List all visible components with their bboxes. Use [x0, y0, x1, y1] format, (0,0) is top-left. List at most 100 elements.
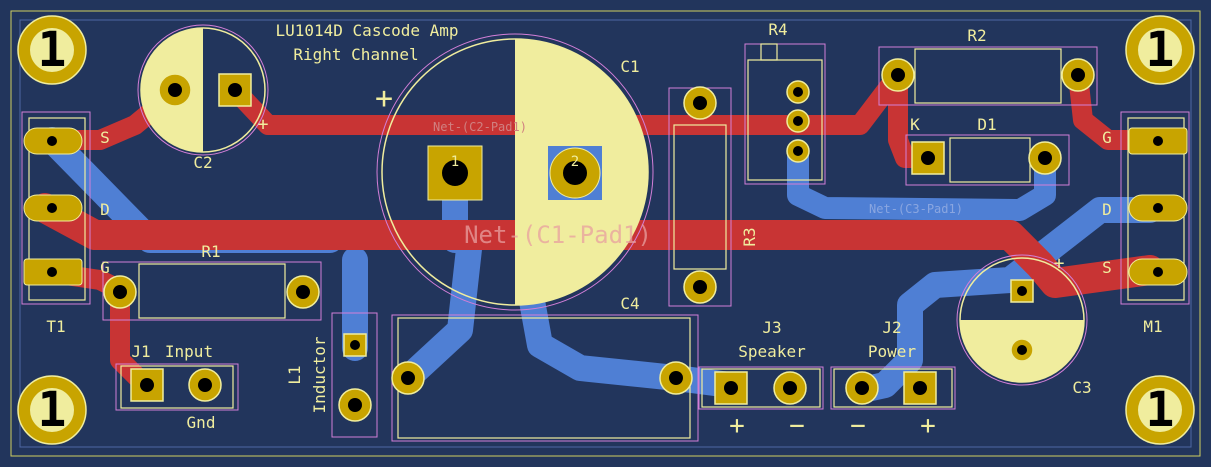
m1-courtyard	[1120, 111, 1190, 305]
j1-courtyard	[115, 363, 239, 411]
net-label-big: Net-(C1-Pad1)	[464, 221, 652, 249]
board-title-line2: Right Channel	[293, 45, 418, 64]
d1-pad-a	[1028, 141, 1062, 175]
j2-courtyard	[830, 366, 956, 410]
j1-silk	[120, 365, 234, 409]
l1-ref: L1	[285, 365, 304, 384]
c1-pad-2-label: 2	[571, 154, 579, 170]
trace-c4-right	[517, 277, 743, 398]
l1-pad-1	[343, 333, 367, 357]
net-label-c3-pad1: Net-(C3-Pad1)	[869, 202, 963, 216]
mounting-hole-label: 1	[38, 382, 67, 438]
t1-pin-g: G	[100, 258, 110, 277]
c1-ref: C1	[620, 57, 639, 76]
c1-pad-1-label: 1	[451, 154, 459, 170]
t1-pin-s: S	[100, 128, 110, 147]
d1-ref: D1	[977, 115, 996, 134]
l1-value: Inductor	[310, 336, 329, 413]
m1-pin-s: S	[1102, 258, 1112, 277]
board-title-line1: LU1014D Cascode Amp	[275, 21, 458, 40]
pads	[103, 58, 1095, 422]
mounting-hole-label: 1	[38, 22, 67, 78]
mounting-hole-bottom-right: 1	[1125, 375, 1195, 445]
r3-silk	[673, 124, 727, 270]
c4-pad-1	[391, 361, 425, 395]
t1-pad-d	[23, 194, 83, 222]
c3-pad-1	[1010, 279, 1034, 303]
j1-gnd: Gnd	[187, 413, 216, 432]
j3-minus: −	[789, 411, 805, 441]
j2-value: Power	[868, 342, 917, 361]
c3-plus: +	[1054, 253, 1065, 274]
r2-ref: R2	[967, 26, 986, 45]
j1-pad-2	[188, 368, 222, 402]
c1-plus: +	[375, 81, 393, 116]
j1-value: Input	[165, 342, 213, 361]
l1-courtyard	[331, 312, 378, 438]
r1-courtyard	[102, 261, 322, 321]
r3-pad-2	[683, 270, 717, 304]
t1-courtyard	[21, 111, 91, 305]
j2-pad-1	[845, 371, 879, 405]
r3-pad-1	[683, 86, 717, 120]
trace-c3-net	[787, 139, 1056, 221]
c1-pad-2: 2	[548, 146, 602, 200]
r3-ref: R3	[740, 227, 759, 246]
j3-courtyard	[698, 366, 824, 410]
board-edge	[10, 10, 1201, 457]
mounting-hole-label: 1	[1146, 22, 1175, 78]
m1-pad-g	[1128, 127, 1188, 155]
j2-plus: +	[920, 411, 936, 441]
mounting-hole-label: 1	[1146, 382, 1175, 438]
c3-courtyard	[956, 254, 1088, 386]
r2-pad-1	[881, 58, 915, 92]
d1-courtyard	[905, 134, 1070, 186]
c2-pad-1	[218, 73, 252, 107]
mounting-holes: 1 1 1 1	[17, 15, 1195, 445]
r1-silk	[138, 263, 286, 319]
j3-pad-1	[714, 371, 748, 405]
j2-ref: J2	[882, 318, 901, 337]
m1-ref: M1	[1143, 317, 1162, 336]
mounting-hole-top-right: 1	[1125, 15, 1195, 85]
c3-pad-2	[1010, 338, 1034, 362]
t1-pad-s	[23, 127, 83, 155]
j2-minus: −	[850, 411, 866, 441]
d1-pad-k	[911, 141, 945, 175]
j1-ref: J1	[131, 342, 150, 361]
c4-ref: C4	[620, 294, 639, 313]
silkscreen-text: LU1014D Cascode Amp Right Channel C1 + C…	[46, 20, 1162, 441]
net-label-c2-pad1: Net-(C2-Pad1)	[433, 120, 527, 134]
silk-border	[19, 19, 1192, 448]
trace-c4-left	[395, 227, 483, 391]
m1-pad-s	[1128, 258, 1188, 286]
c1-pad-1: 1	[427, 145, 483, 201]
mounting-hole-top-left: 1	[17, 15, 87, 85]
r1-ref: R1	[201, 242, 220, 261]
r1-pad-2	[286, 275, 320, 309]
c1-courtyard	[376, 33, 654, 311]
r4-pad-2	[786, 109, 810, 133]
j3-silk	[701, 368, 821, 408]
j2-silk	[833, 368, 953, 408]
trace-power	[849, 197, 1163, 403]
r4-silk	[747, 59, 823, 181]
j1-pad-1	[130, 368, 164, 402]
r2-pad-2	[1061, 58, 1095, 92]
r2-silk	[914, 48, 1062, 104]
r1-pad-1	[103, 275, 137, 309]
t1-pin-d: D	[100, 200, 110, 219]
c2-courtyard	[137, 24, 269, 156]
t1-pad-g	[23, 258, 83, 286]
c1-pads: 1 2	[427, 145, 602, 201]
r4-pad-1	[786, 80, 810, 104]
c4-pad-2	[659, 361, 693, 395]
j3-value: Speaker	[738, 342, 806, 361]
d1-cathode: K	[910, 115, 920, 134]
j3-pad-2	[773, 371, 807, 405]
r4-courtyard	[744, 43, 826, 185]
j3-plus: +	[729, 411, 745, 441]
j2-pad-2	[903, 371, 937, 405]
component-outlines	[21, 43, 1190, 442]
